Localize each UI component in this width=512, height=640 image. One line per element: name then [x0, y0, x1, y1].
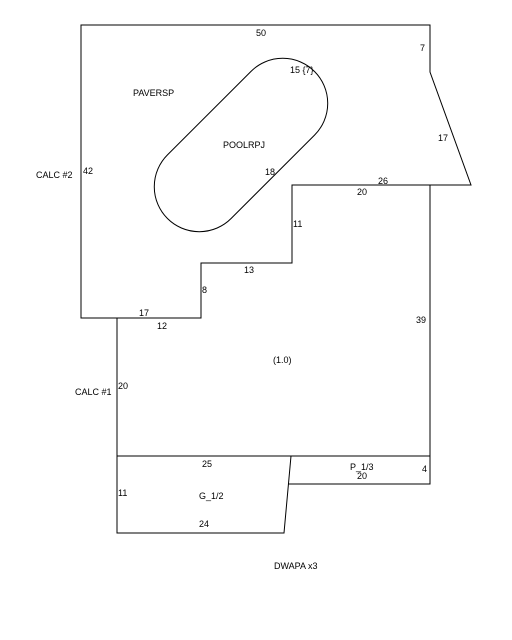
calc2-dim-right-upper: 7 [420, 43, 425, 53]
pool-label: POOLRPJ [223, 140, 265, 150]
pool-dim-side: 18 [265, 167, 275, 177]
garage-dim-left: 11 [118, 488, 127, 498]
calc1-area-label: (1.0) [273, 355, 292, 365]
porch-label: P_1/3 [350, 462, 374, 472]
calc2-outline [80, 24, 472, 319]
pool-dim-arc: 15 {7} [290, 65, 314, 75]
pool-outline [153, 57, 329, 233]
calc1-dim-right: 39 [416, 315, 426, 325]
calc2-dim-top: 50 [256, 28, 266, 38]
calc2-dim-right-lower: 26 [378, 176, 388, 186]
calc1-dim-left: 20 [118, 381, 128, 391]
calc2-area-label: PAVERSP [133, 88, 174, 98]
calc1-dim-bottom-left: 12 [157, 321, 167, 331]
calc1-dim-top-right: 20 [357, 187, 367, 197]
calc1-dim-step-vertical-1: 11 [293, 219, 302, 229]
calc2-dim-bottom-left: 17 [139, 308, 149, 318]
garage-label: G_1/2 [199, 491, 224, 501]
porch-dim-right: 4 [422, 464, 427, 474]
calc1-label: CALC #1 [75, 387, 112, 397]
calc2-dim-right-slant: 17 [438, 133, 448, 143]
calc2-dim-left: 42 [83, 166, 93, 176]
garage-outline [116, 455, 292, 534]
porch-outline [288, 455, 431, 485]
porch-dim-bottom: 20 [357, 471, 367, 481]
calc1-dim-step-vertical-2: 8 [202, 285, 207, 295]
calc1-dim-step-horizontal-1: 13 [244, 265, 254, 275]
garage-dim-bottom: 24 [199, 519, 209, 529]
footer-label: DWAPA x3 [274, 561, 318, 571]
garage-dim-top: 25 [202, 459, 212, 469]
calc2-label: CALC #2 [36, 170, 73, 180]
